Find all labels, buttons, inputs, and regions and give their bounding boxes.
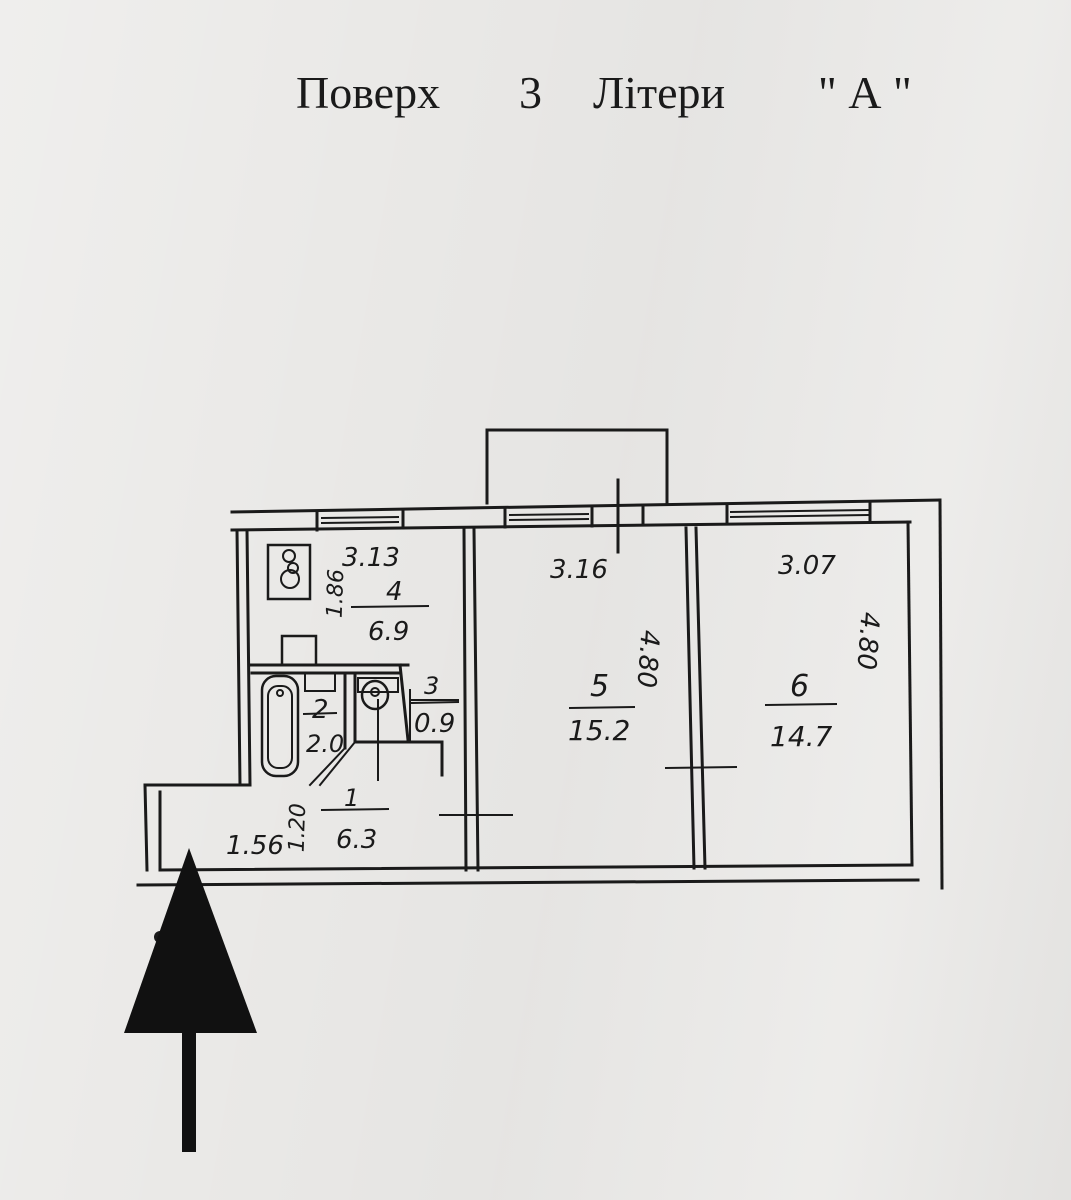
north-wall [230,478,942,554]
room-6-dim-width: 3.07 [778,551,836,581]
room-6-dim-depth: 4.80 [851,611,885,671]
room-6-number: 6 [790,669,809,704]
bathtub-icon [260,674,300,778]
entrance-arrow-icon [124,848,257,1152]
heading-floor-number: 3 [519,67,542,118]
balcony [485,428,669,505]
room-1-dim-width: 1.56 [226,831,284,861]
east-wall [906,498,944,890]
room-5-dim-width: 3.16 [550,555,608,585]
room-1-area: 6.3 [336,825,377,855]
sink-icon [280,634,336,692]
room-1-number: 1 [344,784,359,812]
toilet-icon [357,677,399,711]
room-2-area: 2.0 [306,730,344,758]
room-5-area: 15.2 [568,714,630,747]
room-2-number: 2 [312,695,329,725]
heading-letter-word: Літери [593,67,726,118]
room-3-area: 0.9 [414,709,455,739]
room-4-number: 4 [386,577,403,607]
west-wall [143,528,252,872]
south-wall [136,863,920,887]
room-4-dim-width: 3.13 [342,543,400,573]
plan-heading: Поверх 3 Літери " А " [0,66,1071,126]
room-6-area: 14.7 [770,720,833,753]
fraction-bars [302,604,838,812]
room-5-number: 5 [590,669,609,704]
partition-right [664,526,738,870]
room-3-number: 3 [424,672,439,700]
room-5-dim-depth: 4.80 [631,629,665,689]
partition-left [439,528,513,872]
room-4-area: 6.9 [368,617,409,647]
heading-letter: " А " [818,67,912,118]
heading-floor-word: Поверх [296,67,441,118]
room-1-dim-depth: 1.20 [285,803,312,853]
stove-icon [266,543,312,601]
room-4-dim-depth: 1.86 [323,569,350,619]
